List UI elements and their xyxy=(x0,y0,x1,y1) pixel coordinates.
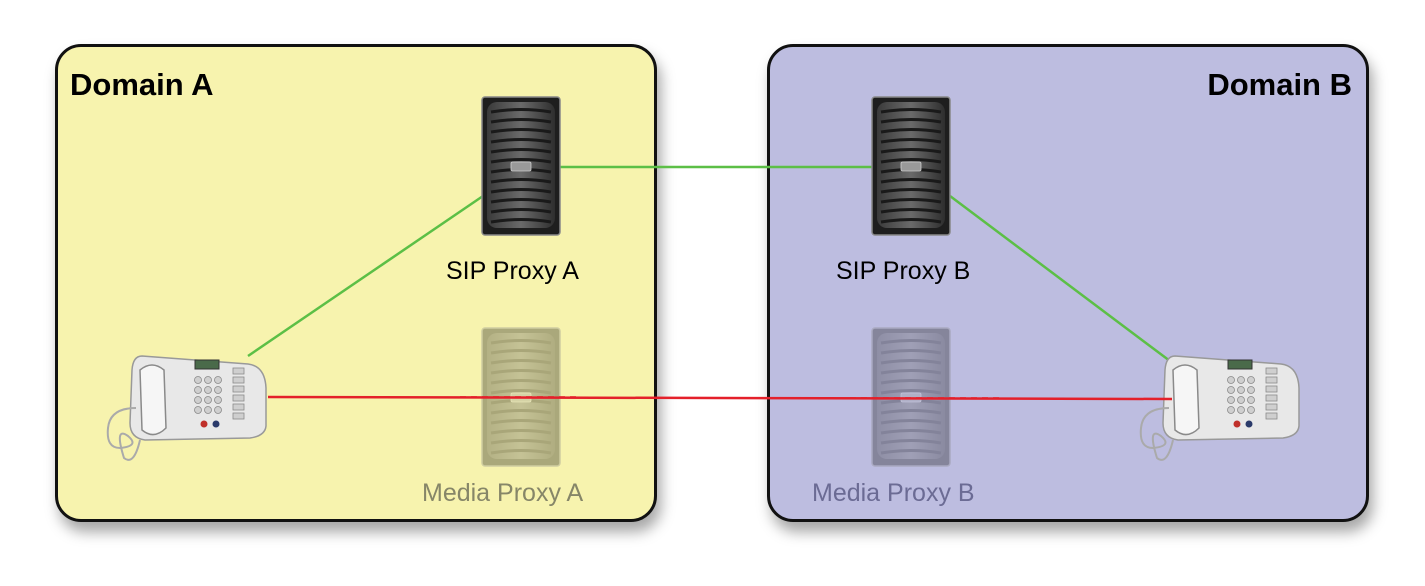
phone-a-desk-phone-icon xyxy=(106,355,267,461)
phone-b-desk-phone-icon xyxy=(1139,355,1300,461)
sip-proxy-b-label: SIP Proxy B xyxy=(836,257,971,285)
sip-proxy-a-server-icon xyxy=(481,96,561,236)
sip-proxy-b-server-icon xyxy=(871,96,951,236)
domain-b-title: Domain B xyxy=(1207,67,1352,102)
media-proxy-a-label: Media Proxy A xyxy=(422,479,584,507)
sip-proxy-a-label: SIP Proxy A xyxy=(446,257,579,285)
signaling-link-phone-a-to-sip-a xyxy=(247,194,484,358)
media-proxy-b-label: Media Proxy B xyxy=(812,479,975,507)
media-link-phone-a-to-phone-b xyxy=(267,395,1173,401)
signaling-link-sip-b-to-phone-b xyxy=(949,195,1179,368)
domain-a-title: Domain A xyxy=(70,67,214,102)
